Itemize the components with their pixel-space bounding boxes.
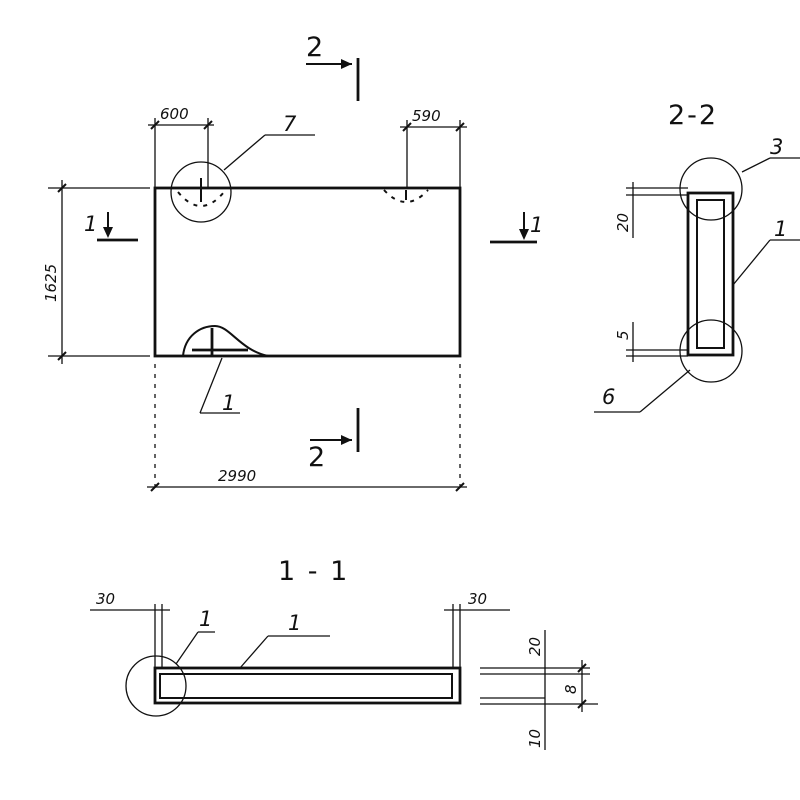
dimension-600: 600 xyxy=(148,105,214,188)
cut-mark-left: 1 xyxy=(84,212,138,242)
cut-mark-right: 1 xyxy=(490,212,543,244)
section-2-2-dim-top: 20 xyxy=(614,182,688,238)
callout-1-section-2-2: 1 xyxy=(774,217,787,241)
cut-mark-right-label: 1 xyxy=(530,213,543,237)
section-mark-top: 2 xyxy=(306,32,360,101)
section-1-1-title: 1 - 1 xyxy=(278,556,349,587)
detail-circle-7 xyxy=(170,161,232,223)
section-1-1-dim-top-label: 20 xyxy=(526,637,544,656)
callout-7: 7 xyxy=(283,112,297,136)
dimension-590: 590 xyxy=(400,107,467,188)
section-2-2-inner xyxy=(696,199,725,349)
section-mark-top-label: 2 xyxy=(306,32,325,63)
section-1-1-dim-left: 30 xyxy=(90,590,170,668)
callout-3: 3 xyxy=(770,135,783,159)
section-2-2-dim-top-label: 20 xyxy=(614,213,632,232)
dimension-2990: 2990 xyxy=(147,364,467,494)
section-1-1-dim-bottom-label: 10 xyxy=(526,729,544,748)
lifting-loop-right xyxy=(383,189,429,203)
section-1-1-outer xyxy=(153,666,462,705)
embedded-part-bottom: 1 xyxy=(182,324,269,415)
detail-circle-left xyxy=(125,655,187,717)
section-2-2-dim-bottom: 5 xyxy=(614,322,688,362)
section-1-1-dim-right-label: 30 xyxy=(468,590,487,608)
detail-circle-3 xyxy=(679,157,743,221)
cut-mark-left-label: 1 xyxy=(84,212,97,236)
section-1-1-inner xyxy=(159,673,453,699)
section-2-2: 2-2 20 5 3 1 6 xyxy=(594,100,800,413)
callout-6: 6 xyxy=(602,385,615,409)
dimension-590-label: 590 xyxy=(412,107,441,125)
section-1-1: 1 - 1 30 30 1 1 xyxy=(90,556,598,750)
dimension-1625: 1625 xyxy=(42,180,150,364)
section-1-1-dim-height-label: 8 xyxy=(562,684,580,694)
callout-1-left: 1 xyxy=(199,607,212,631)
section-1-1-dim-left-label: 30 xyxy=(96,590,115,608)
lifting-loop-left: 7 xyxy=(170,112,315,223)
detail-circle-6 xyxy=(679,319,743,383)
section-2-2-dim-bottom-label: 5 xyxy=(614,330,632,340)
section-mark-bottom: 2 xyxy=(308,408,360,473)
plan-view: 2 2 1 1 600 xyxy=(42,32,543,494)
dimension-1625-label: 1625 xyxy=(42,264,60,302)
dimension-2990-label: 2990 xyxy=(218,467,256,485)
slab-outline xyxy=(153,186,462,358)
section-2-2-title: 2-2 xyxy=(668,100,718,131)
section-1-1-dim-vertical: 20 8 10 xyxy=(480,630,598,750)
callout-1-mid: 1 xyxy=(288,611,301,635)
section-2-2-outer xyxy=(686,191,735,357)
dimension-600-label: 600 xyxy=(160,105,189,123)
section-1-1-dim-right: 30 xyxy=(444,590,510,668)
callout-1-plan: 1 xyxy=(222,391,235,415)
section-mark-bottom-label: 2 xyxy=(308,442,327,473)
